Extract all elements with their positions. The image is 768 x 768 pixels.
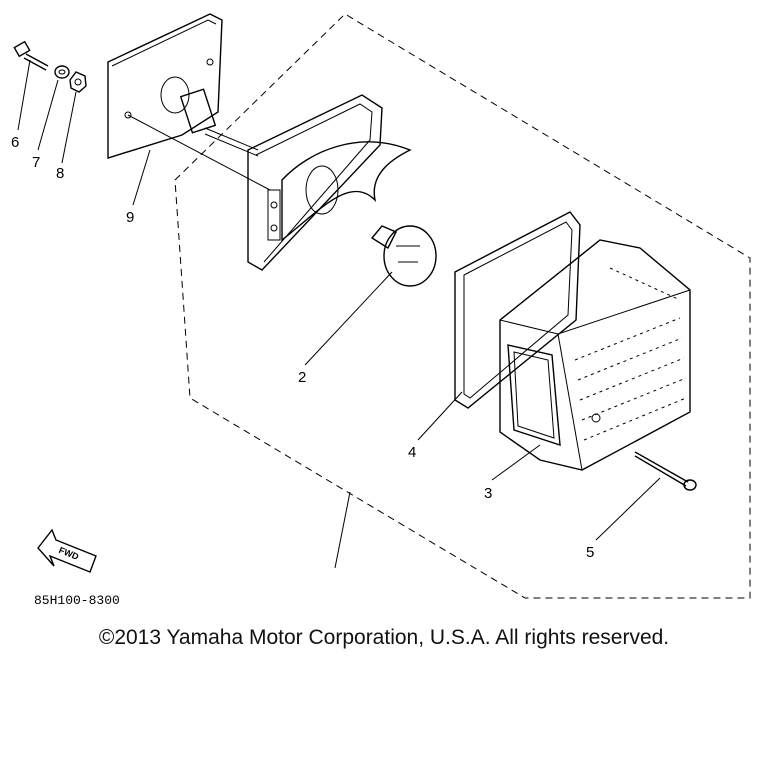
callout-7: 7 (32, 154, 40, 171)
leader-lines (17, 59, 661, 569)
mounting-plate (107, 13, 271, 191)
assembly-boundary (174, 13, 751, 599)
wire-harness (204, 127, 259, 157)
nut (69, 71, 87, 93)
lamp-base-housing (247, 94, 412, 271)
fwd-arrow-icon: FWD (37, 528, 97, 573)
gasket (454, 211, 581, 409)
exploded-parts-diagram: 2 3 4 5 6 7 8 9 FWD 85H100-8300 (11, 13, 751, 608)
lens (499, 239, 691, 471)
washer (54, 65, 70, 79)
bulb (370, 225, 437, 287)
callout-5: 5 (586, 544, 594, 561)
callout-3: 3 (484, 485, 492, 502)
svg-text:FWD: FWD (57, 545, 80, 562)
lens-screw (634, 451, 697, 491)
callout-4: 4 (408, 444, 416, 461)
diagram-code: 85H100-8300 (34, 593, 120, 608)
callout-8: 8 (56, 165, 64, 182)
bolt (13, 40, 49, 71)
copyright-notice: ©2013 Yamaha Motor Corporation, U.S.A. A… (98, 626, 670, 649)
callout-6: 6 (11, 134, 19, 151)
callout-9: 9 (126, 209, 134, 226)
washer-hole (58, 69, 66, 75)
callout-2: 2 (298, 369, 306, 386)
